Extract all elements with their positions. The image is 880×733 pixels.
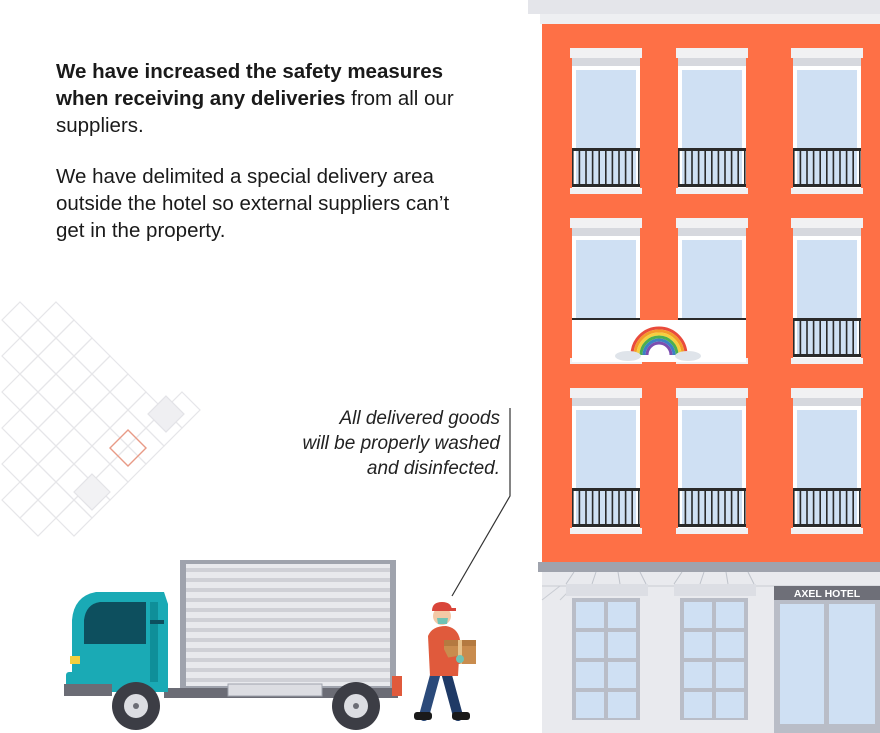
ground-window-1 xyxy=(572,598,640,720)
diamond-tile xyxy=(19,463,57,501)
facade-window xyxy=(570,388,642,534)
rainbow-banner xyxy=(572,320,746,362)
hotel-building-icon: AXEL HOTEL xyxy=(528,0,880,733)
callout-note: All delivered goods will be properly was… xyxy=(240,406,501,481)
delivery-truck-icon xyxy=(64,560,402,730)
facade-window xyxy=(791,388,863,534)
diamond-tile xyxy=(37,301,75,339)
intro-paragraph-2: We have delimited a special delivery are… xyxy=(56,165,450,242)
rear-wheel xyxy=(332,682,380,730)
diamond-tile xyxy=(1,409,39,447)
diamond-tile xyxy=(1,445,39,483)
diamond-tile xyxy=(73,409,111,447)
diamond-tile xyxy=(19,355,57,393)
diamond-tile xyxy=(19,427,57,465)
diamond-tile xyxy=(55,391,93,429)
diamond-tile xyxy=(109,445,147,483)
diamond-tile xyxy=(1,481,39,519)
diamond-tile xyxy=(55,499,93,537)
diamond-tile xyxy=(37,409,75,447)
diamond-tile xyxy=(37,481,75,519)
intro-paragraph-1: We have increased the safety measures wh… xyxy=(56,58,476,139)
diamond-tile xyxy=(19,499,57,537)
diamond-tile xyxy=(73,337,111,375)
diamond-tile xyxy=(37,445,75,483)
diamond-tile xyxy=(19,391,57,429)
diamond-tile xyxy=(19,319,57,357)
diamond-tile xyxy=(37,337,75,375)
diamond-tile xyxy=(1,337,39,375)
callout-line-1: All delivered goods xyxy=(339,408,500,429)
diamond-tile xyxy=(1,373,39,411)
diamond-tile xyxy=(1,301,39,339)
callout-line-3: and disinfected. xyxy=(366,458,500,479)
callout-pointer xyxy=(451,408,511,597)
front-wheel xyxy=(112,682,160,730)
facade-window xyxy=(676,388,748,534)
callout-line-2: will be properly washed xyxy=(302,433,501,454)
diamond-tile xyxy=(91,427,129,465)
diamond-tile xyxy=(109,409,147,447)
diamond-tile xyxy=(37,373,75,411)
diamond-tile xyxy=(91,355,129,393)
facade-window xyxy=(791,48,863,194)
facade-window xyxy=(791,218,863,364)
delivery-person-icon xyxy=(414,602,476,721)
facade-window xyxy=(676,48,748,194)
rainbow-icon xyxy=(630,326,688,356)
diamond-tile xyxy=(109,373,147,411)
intro-rest: from all our suppliers. xyxy=(56,87,454,137)
diamond-tile xyxy=(55,427,93,465)
diamond-tile xyxy=(127,427,165,465)
facade-window xyxy=(570,48,642,194)
diamond-tile xyxy=(55,355,93,393)
hotel-sign: AXEL HOTEL xyxy=(794,588,861,600)
diamond-tile xyxy=(91,391,129,429)
hotel-entrance xyxy=(774,586,880,733)
diamond-tile xyxy=(73,373,111,411)
ground-window-2 xyxy=(680,598,748,720)
diamond-tile xyxy=(55,319,93,357)
intro-text: We have increased the safety measures wh… xyxy=(56,58,476,268)
cornice xyxy=(538,562,880,572)
intro-bold: We have increased the safety measures wh… xyxy=(56,60,444,110)
diamond-pattern-icon xyxy=(1,301,201,537)
